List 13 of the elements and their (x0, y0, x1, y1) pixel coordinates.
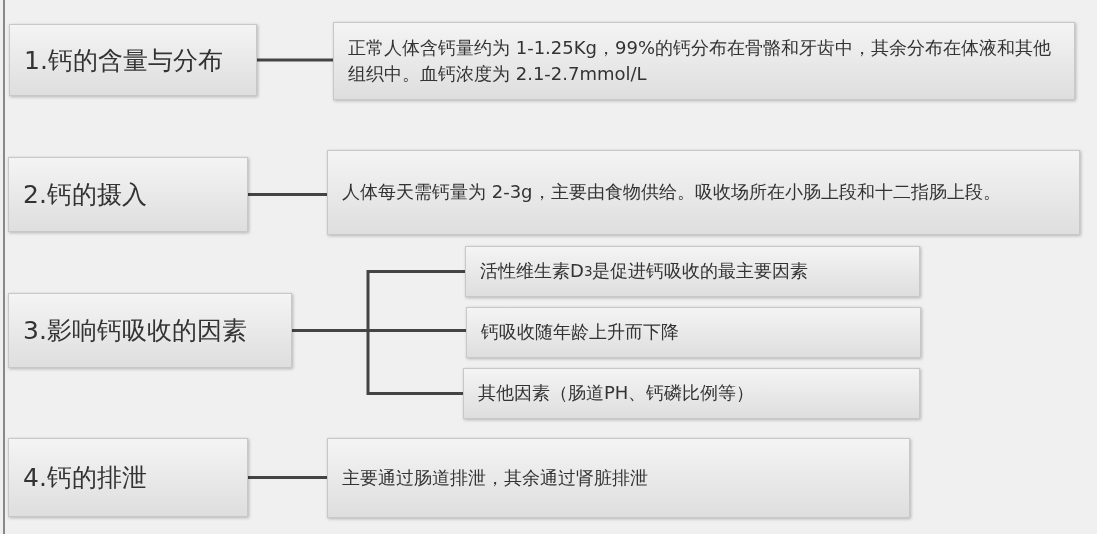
detail-box: 正常人体含钙量约为 1-1.25Kg，99%的钙分布在骨骼和牙齿中，其余分布在体液和其他组织中。血钙浓度为 2.1-2.7mmol/L (333, 22, 1075, 100)
connector-line (257, 58, 333, 62)
detail-box: 钙吸收随年龄上升而下降 (466, 307, 921, 358)
detail-box: 人体每天需钙量为 2-3g，主要由食物供给。吸收场所在小肠上段和十二指肠上段。 (327, 150, 1080, 235)
detail-box: 主要通过肠道排泄，其余通过肾脏排泄 (327, 438, 910, 518)
connector-line (292, 329, 463, 395)
topic-box: 2.钙的摄入 (8, 157, 248, 232)
connector-line (248, 476, 327, 479)
detail-box: 其他因素（肠道PH、钙磷比例等） (463, 368, 920, 419)
topic-box: 4.钙的排泄 (8, 438, 248, 517)
topic-box: 3.影响钙吸收的因素 (8, 293, 292, 368)
topic-box: 1.钙的含量与分布 (9, 24, 257, 96)
connector-line (248, 193, 327, 196)
